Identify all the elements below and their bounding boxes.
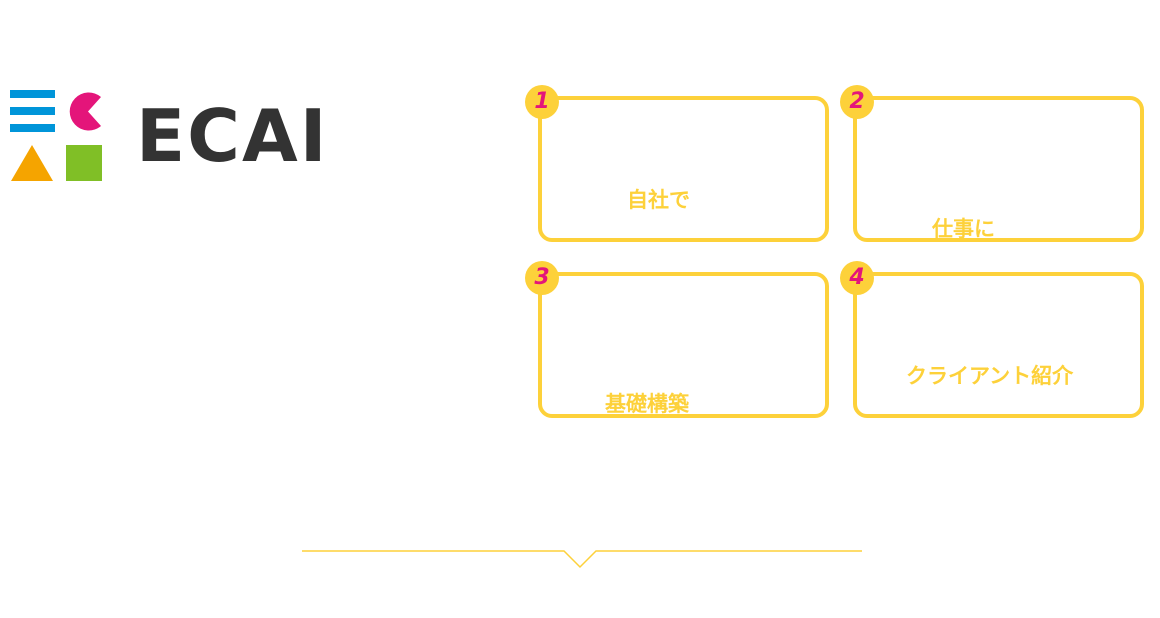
card-text: 自社で bbox=[627, 188, 690, 212]
card-number-badge: 2 bbox=[840, 85, 874, 119]
ecai-logo-mark bbox=[10, 90, 102, 181]
card-number-badge: 3 bbox=[525, 261, 559, 295]
feature-card-1 bbox=[538, 96, 829, 242]
card-number-badge: 1 bbox=[525, 85, 559, 119]
feature-card-3 bbox=[538, 272, 829, 418]
card-text: 基礎構築 bbox=[605, 392, 689, 416]
card-text: 仕事に bbox=[932, 217, 995, 241]
feature-card-2 bbox=[853, 96, 1144, 242]
chevron-divider bbox=[302, 550, 862, 569]
card-number-badge: 4 bbox=[840, 261, 874, 295]
feature-card-4 bbox=[853, 272, 1144, 418]
card-text: クライアント紹介 bbox=[906, 364, 1074, 388]
logo-text: ECAI bbox=[136, 94, 329, 178]
